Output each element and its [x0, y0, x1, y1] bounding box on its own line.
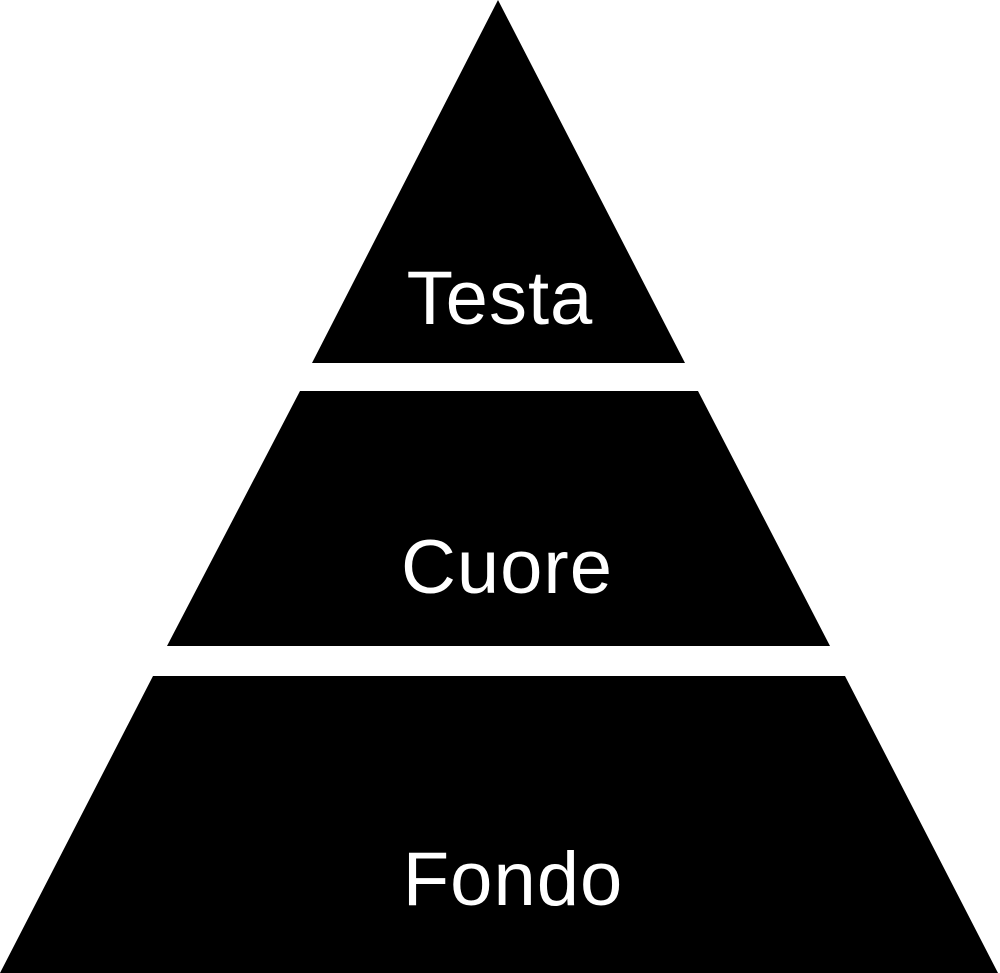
- pyramid-tier-top: Testa: [312, 0, 685, 363]
- pyramid-tier-base: Fondo: [0, 676, 998, 973]
- tier-base-label: Fondo: [403, 837, 624, 922]
- tier-top-label: Testa: [407, 256, 594, 341]
- tier-base-shape: [0, 676, 998, 973]
- pyramid-tier-middle: Cuore: [167, 391, 830, 646]
- tier-top-shape: [312, 0, 685, 363]
- tier-middle-shape: [167, 391, 830, 646]
- tier-middle-label: Cuore: [401, 525, 613, 610]
